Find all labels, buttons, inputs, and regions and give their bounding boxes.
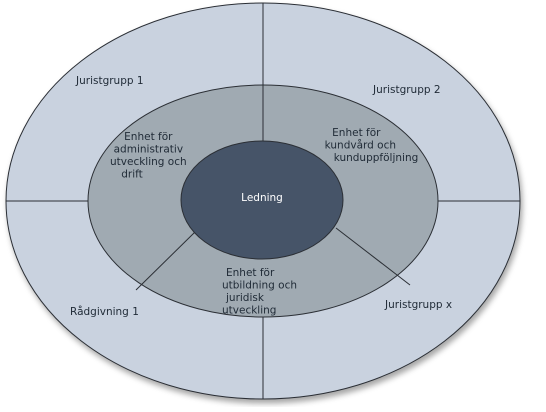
inner-label-utb: Enhet för utbildning och juridisk utveck…: [222, 267, 300, 317]
inner-label-admin-line: drift: [121, 169, 143, 181]
inner-divider-lower-right: [335, 227, 411, 286]
center-label: Ledning: [241, 192, 283, 204]
outer-label-juristgrupp-x: Juristgrupp x: [384, 299, 452, 311]
inner-label-admin-line: utveckling och: [110, 156, 187, 168]
center-ellipse: [180, 140, 344, 260]
inner-label-utb-line: utbildning och: [222, 280, 297, 292]
inner-label-kund-line: Enhet för: [332, 127, 381, 139]
inner-label-admin-line: administrativ: [114, 144, 183, 156]
inner-label-kund: Enhet för kundvård och kunduppföljning: [325, 127, 419, 164]
inner-label-kund-line: kunduppföljning: [334, 152, 419, 164]
inner-divider-lower-left: [135, 231, 196, 291]
inner-label-utb-line: utveckling: [222, 305, 276, 317]
outer-label-juristgrupp-1: Juristgrupp 1: [75, 75, 144, 87]
outer-label-juristgrupp-2: Juristgrupp 2: [372, 84, 441, 96]
inner-label-kund-line: kundvård och: [325, 139, 396, 152]
inner-label-utb-line: juridisk: [225, 292, 265, 304]
inner-label-admin-line: Enhet för: [124, 131, 173, 143]
outer-label-radgivning-1: Rådgivning 1: [70, 305, 139, 318]
inner-label-admin: Enhet för administrativ utveckling och d…: [110, 131, 190, 181]
inner-label-utb-line: Enhet för: [226, 267, 275, 279]
